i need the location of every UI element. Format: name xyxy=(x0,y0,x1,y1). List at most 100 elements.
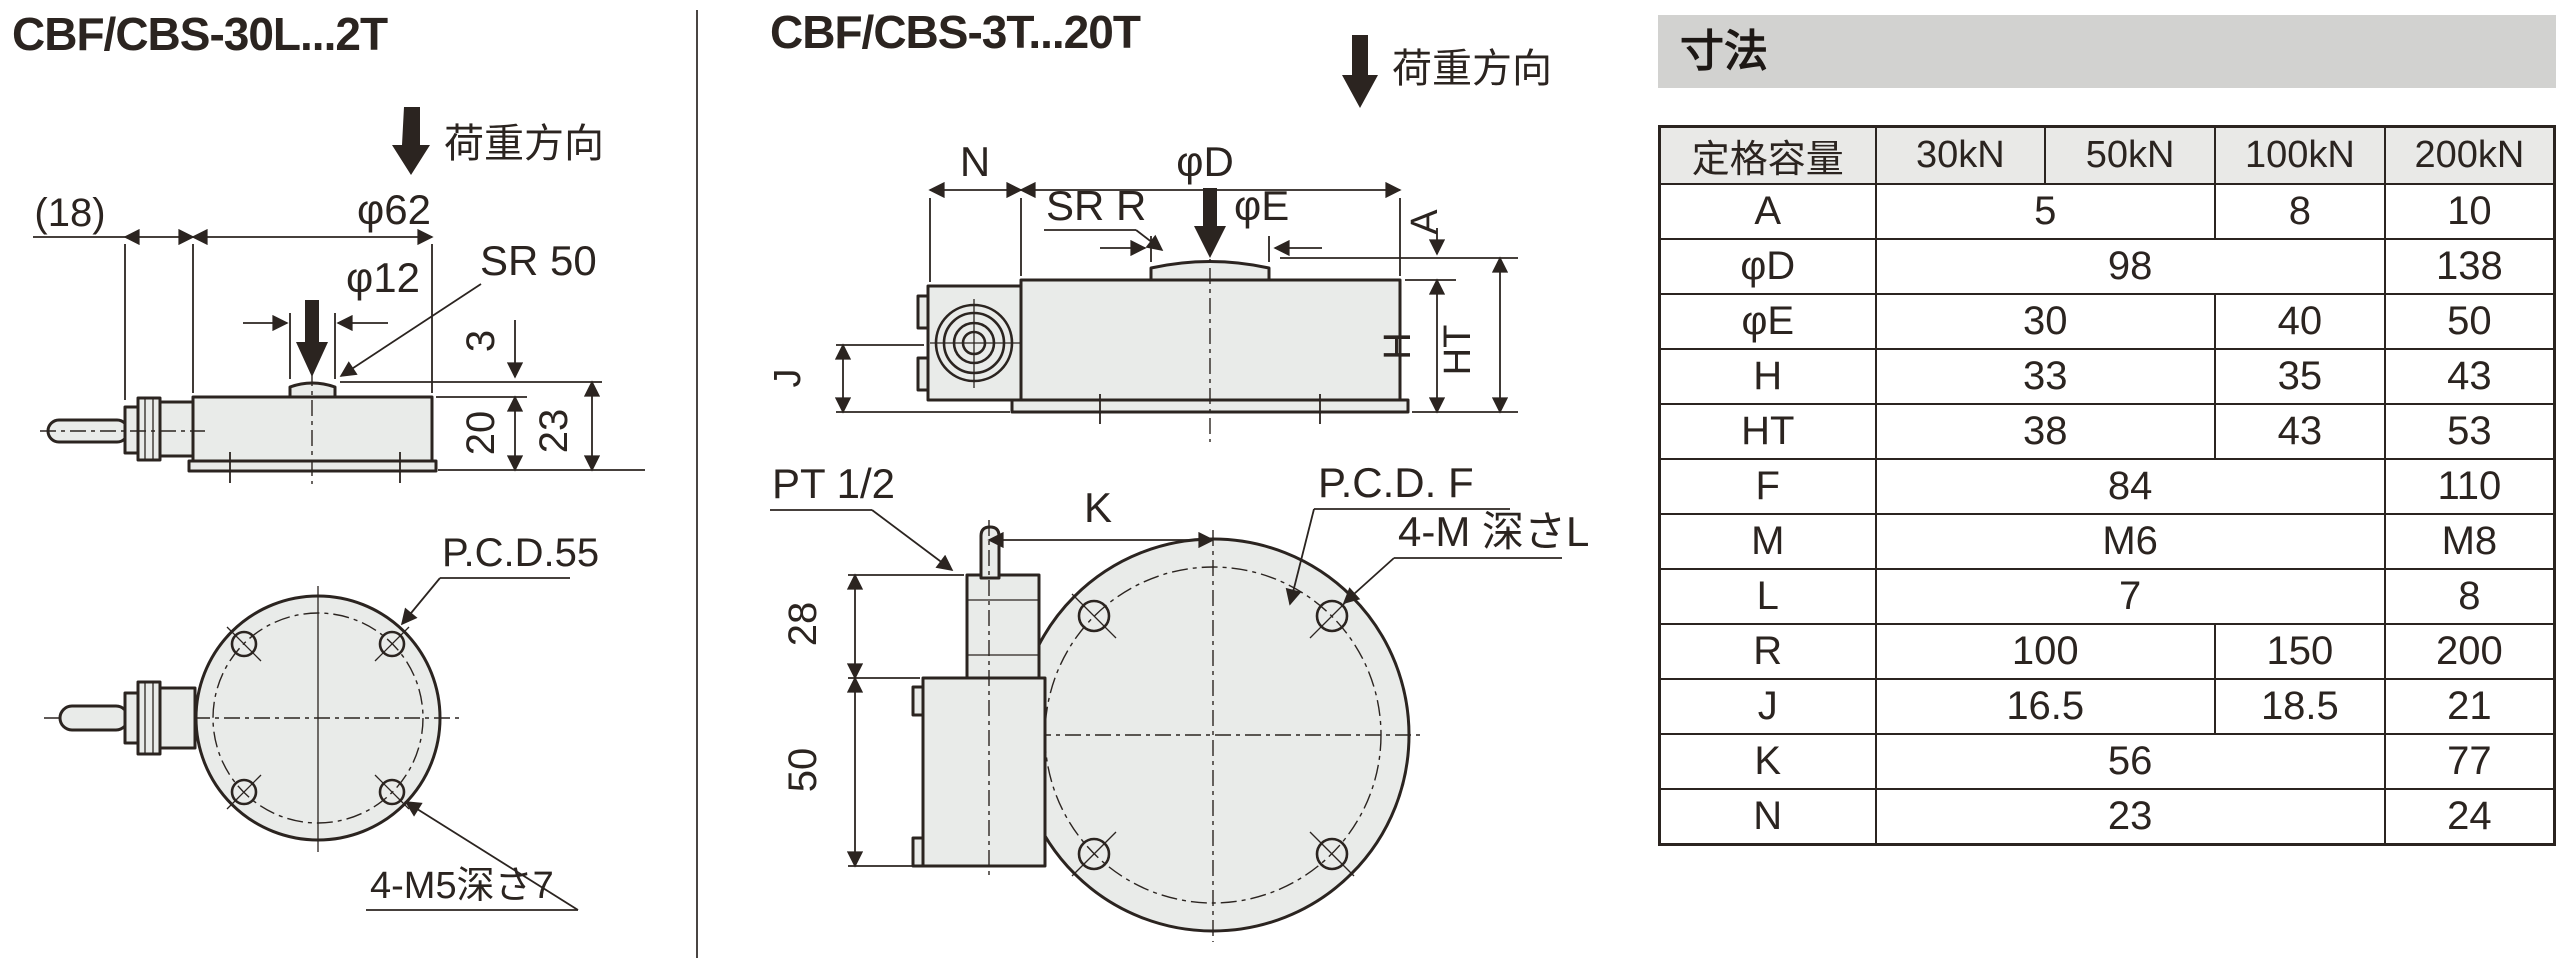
dim-label-18: (18) xyxy=(34,191,105,235)
middle-drawing: CBF/CBS-3T...20T 荷重方向 xyxy=(767,6,1589,942)
label-pcdF: P.C.D. F xyxy=(1318,459,1474,506)
dim-label-20: 20 xyxy=(459,411,503,456)
table-row: A 5 8 10 xyxy=(1658,183,2556,240)
pipe-stub xyxy=(979,525,1001,580)
table-row: R 100 150 200 xyxy=(1658,623,2556,680)
leader-line xyxy=(1285,508,1315,606)
dim-label-N: N xyxy=(960,138,990,185)
middle-plan-view: K 28 50 PT 1/2 P.C.D. F 4-M 深さL xyxy=(770,459,1589,942)
table-cell: 8 xyxy=(2383,568,2556,625)
row-label: φE xyxy=(1658,293,1877,350)
middle-side-view xyxy=(916,188,1410,442)
table-cell: M8 xyxy=(2383,513,2556,570)
leader-line xyxy=(339,283,482,377)
table-row: HT 38 43 53 xyxy=(1658,403,2556,460)
row-label: N xyxy=(1658,788,1877,845)
left-drawing-title: CBF/CBS-30L...2T xyxy=(12,8,388,60)
left-side-dimensions: (18) φ62 φ12 SR 50 3 20 23 xyxy=(33,186,645,472)
table-cell: 33 xyxy=(1874,348,2216,405)
dim-label-A: A xyxy=(1404,209,1446,235)
bolt-hole xyxy=(1315,837,1349,871)
row-label: HT xyxy=(1658,403,1877,460)
middle-load-direction-label: 荷重方向 xyxy=(1392,47,1552,91)
table-header-row: 定格容量 30kN 50kN 100kN 200kN xyxy=(1658,125,2556,185)
table-cell: 200 xyxy=(2383,623,2556,680)
column-header: 50kN xyxy=(2044,125,2216,185)
table-cell: 100 xyxy=(1874,623,2216,680)
row-label: R xyxy=(1658,623,1877,680)
leader-line xyxy=(400,577,441,626)
table-cell: 56 xyxy=(1874,733,2386,790)
hole-slash xyxy=(1071,831,1117,877)
middle-side-dimensions: N φD SR R φE A H HT xyxy=(767,138,1518,414)
dim-label-3: 3 xyxy=(459,330,503,352)
column-header: 30kN xyxy=(1874,125,2047,185)
table-cell: 53 xyxy=(2383,403,2556,460)
table-cell: 24 xyxy=(2383,788,2556,845)
dim-label-phiE: φE xyxy=(1234,182,1289,229)
cable-gland-tip xyxy=(123,691,140,745)
bolt-hole xyxy=(1077,837,1111,871)
table-row: N 23 24 xyxy=(1658,788,2556,845)
dim-label-phiD: φD xyxy=(1176,138,1234,185)
dimensions-table: 定格容量 30kN 50kN 100kN 200kN A 5 8 10 φD 9… xyxy=(1658,125,2556,846)
label-pcd55: P.C.D.55 xyxy=(442,531,599,575)
row-label: F xyxy=(1658,458,1877,515)
load-button xyxy=(288,381,337,399)
cable xyxy=(58,704,130,732)
dim-label-H: H xyxy=(1377,332,1419,359)
table-cell: 110 xyxy=(2383,458,2556,515)
row-label: M xyxy=(1658,513,1877,570)
table-row: J 16.5 18.5 21 xyxy=(1658,678,2556,735)
dimensions-panel: 寸法 定格容量 30kN 50kN 100kN 200kN A 5 8 10 xyxy=(1658,0,2556,846)
cable-gland-body xyxy=(158,686,197,750)
bolt-hole xyxy=(1315,599,1349,633)
table-cell: 5 xyxy=(1874,183,2216,240)
hole-slash xyxy=(226,774,262,810)
table-cell: 98 xyxy=(1874,238,2386,295)
label-bolt-spec: 4-M5深さ7 xyxy=(370,865,554,907)
cable-gland-nut xyxy=(136,396,162,462)
label-pt: PT 1/2 xyxy=(772,460,895,507)
column-header: 100kN xyxy=(2214,125,2386,185)
table-row: K 56 77 xyxy=(1658,733,2556,790)
cable-gland-tip xyxy=(123,405,140,455)
dim-label-sr50: SR 50 xyxy=(480,237,597,284)
leader-line xyxy=(871,509,954,571)
table-cell: 43 xyxy=(2214,403,2386,460)
table-cell: 30 xyxy=(1874,293,2216,350)
table-cell: 8 xyxy=(2214,183,2386,240)
table-cell: 150 xyxy=(2214,623,2386,680)
row-label: A xyxy=(1658,183,1877,240)
dim-label-SRR: SR R xyxy=(1046,182,1146,229)
hole-slash xyxy=(1071,593,1117,639)
bolt-hole xyxy=(1077,599,1111,633)
bolt-hole xyxy=(230,778,258,806)
row-label: φD xyxy=(1658,238,1877,295)
left-drawing: CBF/CBS-30L...2T 荷重方向 xyxy=(12,8,645,911)
bolt-hole xyxy=(230,630,258,658)
hole-slash xyxy=(374,774,410,810)
table-row: φE 30 40 50 xyxy=(1658,293,2556,350)
dim-label-J: J xyxy=(767,369,809,388)
bolt-hole xyxy=(378,630,406,658)
connector-block xyxy=(921,676,1047,868)
leader-line xyxy=(1135,229,1164,251)
table-row: L 7 8 xyxy=(1658,568,2556,625)
middle-drawing-title: CBF/CBS-3T...20T xyxy=(770,6,1141,58)
cable-gland-body xyxy=(158,400,195,458)
table-cell: 84 xyxy=(1874,458,2386,515)
table-cell: M6 xyxy=(1874,513,2386,570)
row-label: H xyxy=(1658,348,1877,405)
table-cell: 16.5 xyxy=(1874,678,2216,735)
dim-label-dia12: φ12 xyxy=(346,254,420,301)
technical-drawings: CBF/CBS-30L...2T 荷重方向 xyxy=(12,6,1589,958)
row-label: J xyxy=(1658,678,1877,735)
leader-line xyxy=(1342,557,1395,605)
table-cell: 7 xyxy=(1874,568,2386,625)
cable xyxy=(46,418,130,444)
left-load-direction-arrow-icon xyxy=(392,107,430,175)
table-cell: 18.5 xyxy=(2214,678,2386,735)
cable-gland-nut xyxy=(136,680,162,756)
table-row: F 84 110 xyxy=(1658,458,2556,515)
